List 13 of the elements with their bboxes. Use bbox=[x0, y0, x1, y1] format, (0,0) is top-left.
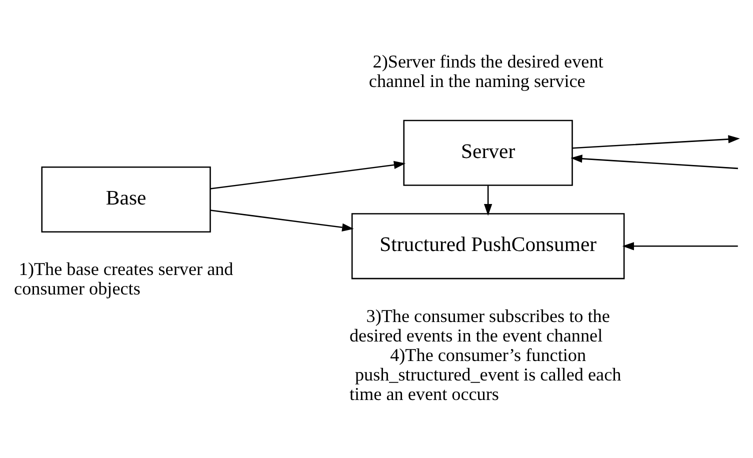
arrow bbox=[484, 186, 492, 216]
arrow bbox=[572, 135, 740, 149]
node-box: Structured PushConsumer bbox=[351, 213, 625, 280]
node-label: 4)The consumer’s function push_structured_event is called each time an event occurs bbox=[349, 345, 622, 404]
node-box: Server bbox=[403, 120, 573, 186]
node-label: 1)The base creates server and consumer objects bbox=[14, 258, 234, 298]
node-box: Base bbox=[41, 166, 211, 233]
arrow bbox=[570, 154, 738, 170]
arrow bbox=[210, 160, 406, 190]
node-label: 3)The consumer subscribes to the desired events in the event channel bbox=[349, 306, 610, 346]
node-label: 2)Server finds the desired event channel in the naming service bbox=[368, 52, 604, 92]
arrow bbox=[622, 242, 738, 250]
arrow bbox=[210, 210, 354, 232]
